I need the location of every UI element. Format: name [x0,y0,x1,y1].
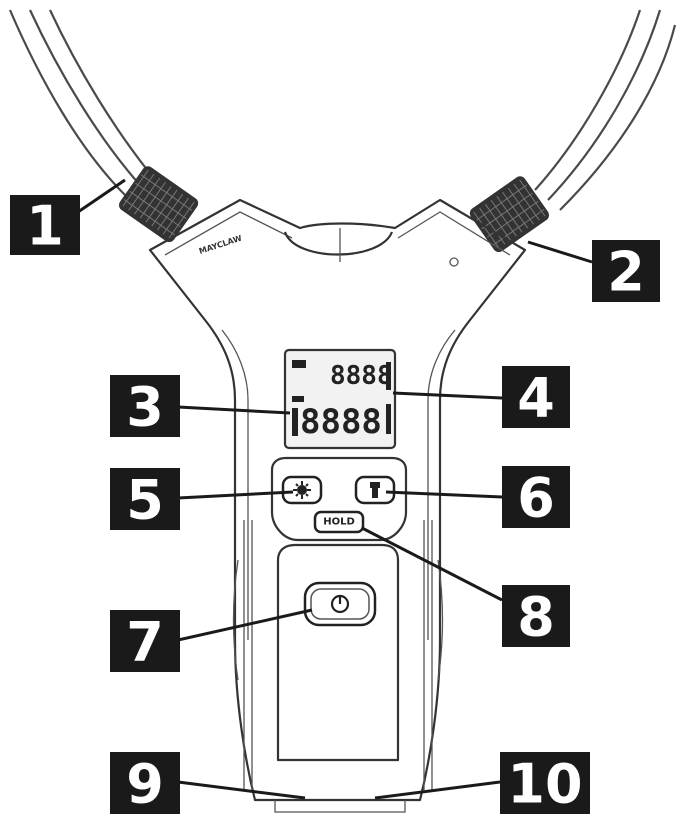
lcd-main-reading: 8888 [300,402,382,442]
left-coil-connector [118,166,199,243]
meter-body: MAYCLAW [148,198,527,813]
hold-button-label: HOLD [323,517,355,528]
svg-text:7: 7 [126,611,164,674]
callout-10: 10 [500,752,590,816]
svg-text:9: 9 [126,753,164,816]
callout-1: 1 [10,195,80,258]
callout-6: 6 [502,466,570,530]
svg-text:6: 6 [517,467,555,530]
callout-4: 4 [502,366,570,430]
lcd-secondary-reading: 8888 [330,361,393,391]
hold-button[interactable]: HOLD [313,510,365,534]
power-button[interactable] [303,581,377,627]
svg-text:MAYCLAW: MAYCLAW [198,234,243,256]
callout-7: 7 [110,610,180,674]
svg-text:1: 1 [26,195,64,258]
power-icon [330,594,350,614]
svg-text:5: 5 [126,469,164,532]
callout-3: 3 [110,375,180,439]
svg-text:2: 2 [607,241,645,304]
callout-2: 2 [592,240,660,304]
callout-5: 5 [110,468,180,532]
svg-text:3: 3 [126,376,164,439]
callout-9: 9 [110,752,180,816]
svg-text:4: 4 [517,367,555,430]
flashlight-button[interactable] [354,475,396,505]
backlight-icon [293,481,311,499]
backlight-button[interactable] [281,475,323,505]
svg-text:8: 8 [517,586,555,649]
svg-text:10: 10 [507,753,582,816]
lcd-display: 8888 8888 [283,348,397,450]
leader-lines [77,178,593,800]
flashlight-icon [370,482,380,498]
right-coil-connector [469,176,550,253]
flexible-coil [8,9,677,211]
callout-8: 8 [502,585,570,649]
